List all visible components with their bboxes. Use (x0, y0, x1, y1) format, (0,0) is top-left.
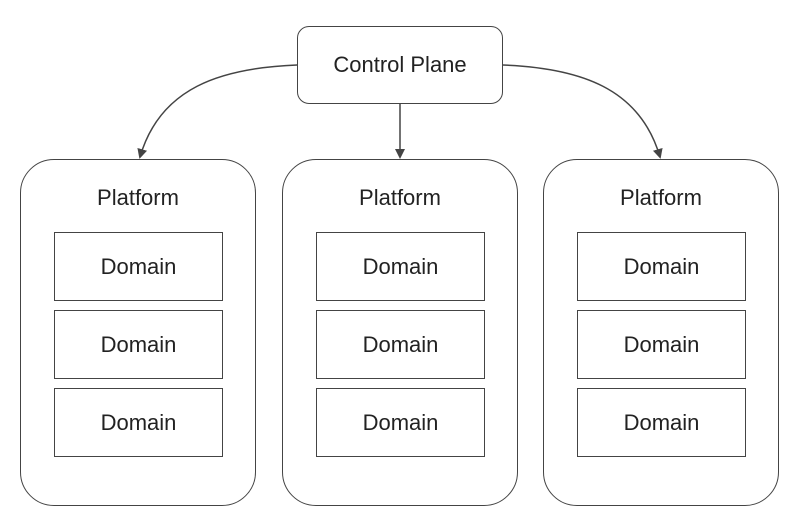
control-plane-label: Control Plane (333, 52, 467, 77)
arrow-to-platform-right (502, 64, 663, 159)
domain-box: Domain (54, 388, 223, 457)
domain-box: Domain (54, 232, 223, 301)
domain-box: Domain (577, 232, 746, 301)
platform-title: Platform (359, 185, 441, 210)
platform-box-right: Platform Domain Domain Domain (543, 159, 779, 506)
domain-box: Domain (577, 388, 746, 457)
domain-box: Domain (316, 388, 485, 457)
domain-box: Domain (577, 310, 746, 379)
platform-box-left: Platform Domain Domain Domain (20, 159, 256, 506)
platform-title: Platform (620, 185, 702, 210)
domain-box: Domain (316, 232, 485, 301)
domain-box: Domain (316, 310, 485, 379)
domain-box: Domain (54, 310, 223, 379)
control-plane-box: Control Plane (297, 26, 503, 104)
platform-box-center: Platform Domain Domain Domain (282, 159, 518, 506)
arrow-to-platform-left (137, 64, 298, 159)
platform-title: Platform (97, 185, 179, 210)
